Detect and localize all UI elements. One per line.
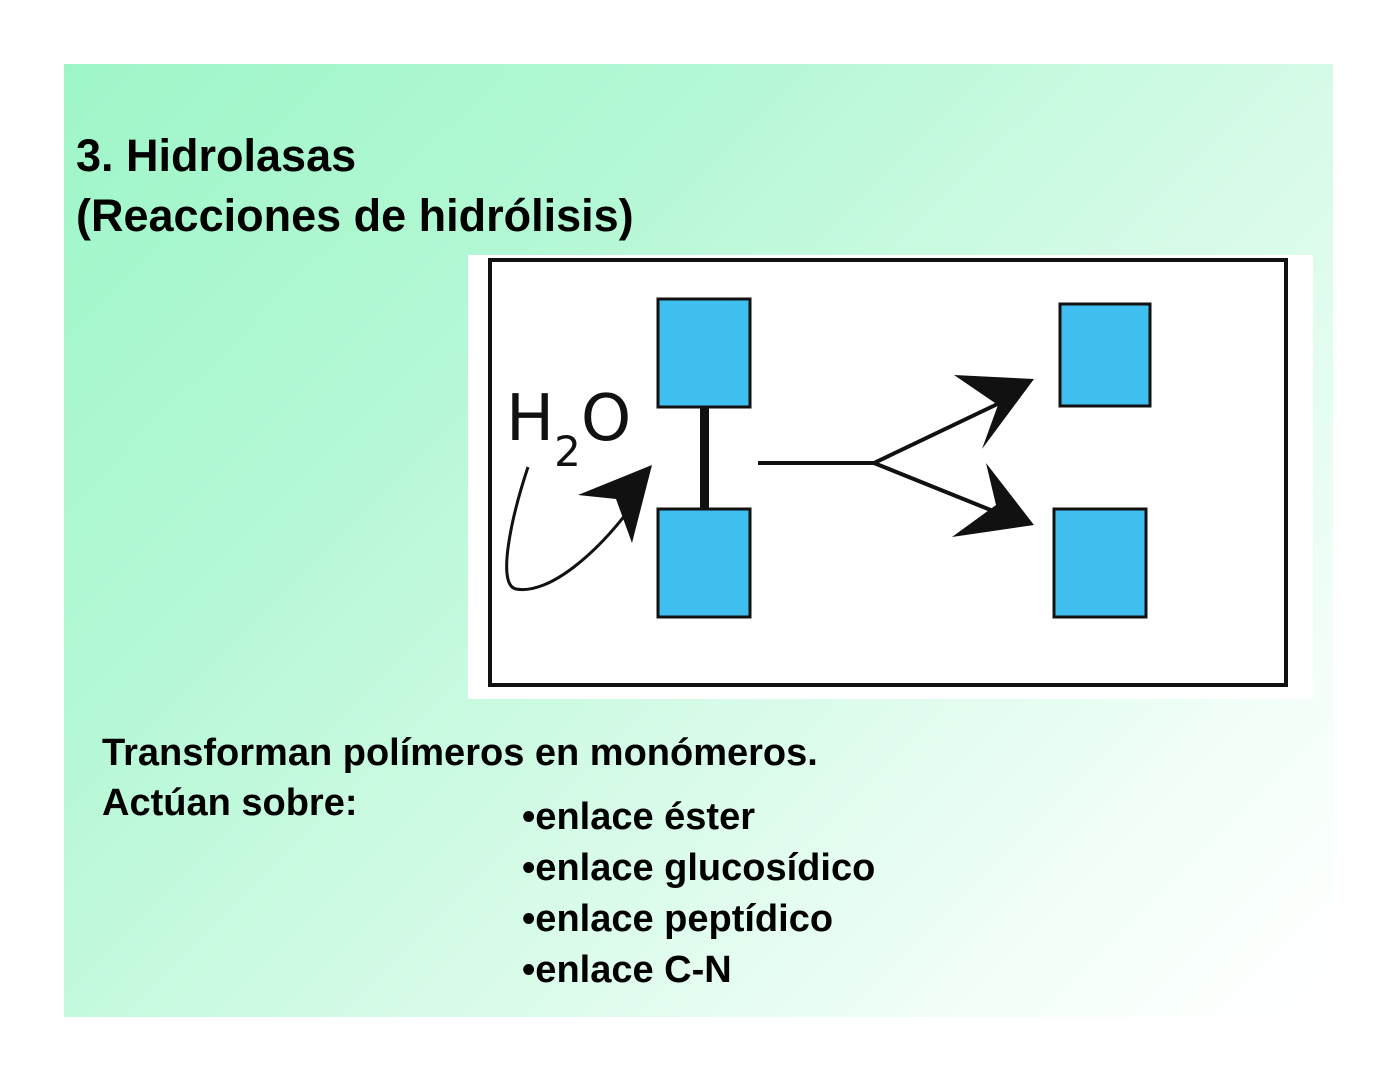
reaction-branch-down xyxy=(873,461,1009,519)
slide: 3. Hidrolasas (Reacciones de hidrólisis)… xyxy=(64,64,1333,1017)
arrowhead-up xyxy=(954,375,1034,449)
reaction-branch-up xyxy=(873,397,1009,465)
arrowhead-down xyxy=(952,463,1034,537)
water-o: O xyxy=(581,382,631,456)
description-line-1: Transforman polímeros en monómeros. xyxy=(102,732,818,774)
water-subscript: 2 xyxy=(554,427,581,476)
monomer-top-left xyxy=(656,297,752,409)
diagram-frame xyxy=(488,258,1288,687)
water-attack-arrow xyxy=(505,466,642,592)
list-item: •enlace peptídico xyxy=(522,898,834,940)
monomer-top-right xyxy=(1058,302,1152,408)
bond-list: •enlace éster •enlace glucosídico •enlac… xyxy=(522,792,875,996)
water-attack-arrowhead xyxy=(578,465,652,543)
bond-line xyxy=(700,407,709,509)
list-item: •enlace C-N xyxy=(522,949,732,991)
title-line-1: 3. Hidrolasas xyxy=(76,130,357,181)
monomer-bottom-right xyxy=(1052,507,1148,619)
title-line-2: (Reacciones de hidrólisis) xyxy=(76,190,634,241)
diagram-background xyxy=(468,255,1313,699)
monomer-bottom-left xyxy=(656,507,752,619)
slide-title: 3. Hidrolasas (Reacciones de hidrólisis) xyxy=(76,126,634,246)
description: Transforman polímeros en monómeros. Actú… xyxy=(102,728,818,828)
list-item: •enlace éster xyxy=(522,796,756,838)
hydrolysis-diagram: H2O xyxy=(468,255,1313,699)
description-line-2: Actúan sobre: xyxy=(102,782,358,824)
water-h: H xyxy=(506,382,554,456)
water-label: H2O xyxy=(506,382,631,476)
list-item: •enlace glucosídico xyxy=(522,847,876,889)
